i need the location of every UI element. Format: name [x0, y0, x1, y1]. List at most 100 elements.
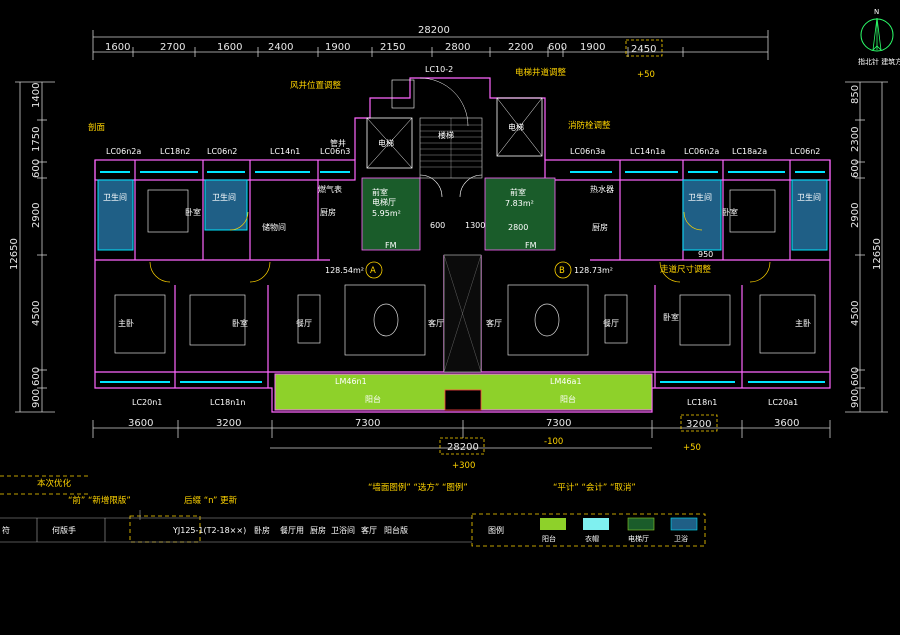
right-dim-7: 900 — [850, 389, 861, 408]
room-bed-a: 卧室 — [185, 207, 201, 217]
win-top-4: LC14n1 — [270, 147, 300, 156]
left-dim-7: 900 — [31, 389, 42, 408]
row-item-2: 餐厅用 — [280, 526, 304, 535]
room-stair: 楼梯 — [438, 130, 454, 140]
top-dim-4: 2400 — [268, 42, 293, 53]
row-code: YJ125-1(T2-18××) — [172, 526, 246, 535]
unit-marker-a: A — [365, 261, 383, 279]
unit-marker-b: B — [554, 261, 572, 279]
note-fire: 消防栓调整 — [568, 120, 611, 131]
note-elevator: 电梯井道调整 — [515, 67, 567, 78]
right-total-dim: 12650 — [872, 238, 883, 270]
top-dim-highlight — [625, 39, 663, 57]
top-dim-delta: +50 — [637, 70, 655, 80]
left-dimensions — [15, 81, 55, 413]
right-dim-4: 2900 — [850, 203, 861, 228]
bottom-dim-1: 3600 — [128, 418, 153, 429]
notes-panel — [0, 475, 706, 547]
room-balcony-b: 阳台 — [560, 394, 576, 404]
win-bottom-2: LC18n1n — [210, 398, 245, 407]
win-bottom-1: LC20n1 — [132, 398, 162, 407]
door-swing-top — [419, 77, 469, 127]
room-elec: 电梯厅 — [372, 197, 396, 207]
door-swing-left — [419, 174, 443, 198]
bottom-total-dim: 28200 — [447, 442, 479, 453]
north-arrow-icon — [860, 17, 894, 52]
room-lift-a: 电梯 — [378, 138, 394, 148]
left-dim-5: 4500 — [31, 301, 42, 326]
top-dim-11: 2450 — [631, 44, 656, 55]
top-dim-3: 1600 — [217, 42, 242, 53]
top-dim-8: 2200 — [508, 42, 533, 53]
bottom-delta-2: +50 — [683, 443, 701, 453]
room-dining-b: 餐厅 — [603, 319, 619, 328]
win-top-9: LC06n2a — [684, 147, 719, 156]
right-dimensions — [845, 81, 888, 413]
win-bottom-3: LM46n1 — [335, 377, 367, 386]
bottom-dim-4: 7300 — [546, 418, 571, 429]
bathroom-a1 — [97, 179, 134, 251]
room-kitchen-b: 厨房 — [592, 222, 608, 232]
area-unit-a: 128.54m² — [325, 266, 364, 275]
legend-swatch-closet — [583, 518, 609, 530]
room-master-b: 主卧 — [795, 318, 811, 328]
core-area — [361, 77, 556, 373]
top-dim-6: 2150 — [380, 42, 405, 53]
furniture — [114, 189, 816, 356]
top-dim-9: 600 — [548, 42, 567, 53]
bathrooms — [97, 179, 828, 251]
win-top-1: LC06n2a — [106, 147, 141, 156]
shaft-box — [391, 79, 415, 109]
bathroom-a2 — [204, 179, 248, 231]
win-top-5: LC06n3 — [320, 147, 350, 156]
panel-q1: “前” “新增限版” — [68, 495, 131, 506]
room-bath-b2: 卫生间 — [797, 192, 821, 202]
room-living-a: 客厅 — [428, 318, 444, 328]
lobby-right — [484, 177, 556, 251]
win-bottom-6: LC20a1 — [768, 398, 798, 407]
left-dim-1: 1400 — [31, 83, 42, 108]
top-dim-2: 2700 — [160, 42, 185, 53]
balcony-gap — [444, 389, 482, 411]
stair-treads — [420, 118, 482, 178]
bottom-dim-6: 3600 — [774, 418, 799, 429]
top-total-dim: 28200 — [418, 25, 450, 36]
left-dim-3: 600 — [31, 159, 42, 178]
bottom-delta-3: +300 — [452, 461, 475, 471]
top-dim-1: 1600 — [105, 42, 130, 53]
row-item-4: 卫浴间 — [331, 525, 355, 535]
top-dim-7: 2800 — [445, 42, 470, 53]
bathroom-b2 — [791, 179, 828, 251]
right-dim-3: 600 — [850, 159, 861, 178]
win-top-2: LC18n2 — [160, 147, 190, 156]
north-note: 指北针 建筑方向 — [858, 57, 900, 66]
win-top-3: LC06n2 — [207, 147, 237, 156]
bathroom-b1 — [682, 179, 722, 251]
room-living-b: 客厅 — [486, 318, 502, 328]
panel-q2: 后缀 “n” 更新 — [184, 495, 238, 506]
unit-a-label: A — [370, 266, 376, 276]
room-bed-b: 卧室 — [663, 312, 679, 322]
room-bed-b2: 卧室 — [722, 207, 738, 217]
lift-shaft-right — [496, 97, 543, 157]
room-balcony-a: 阳台 — [365, 394, 381, 404]
note-section: 剖面 — [88, 122, 106, 133]
row-item-1: 卧房 — [254, 525, 270, 535]
room-gas: 燃气表 — [318, 184, 342, 194]
dim-v3: 950 — [698, 250, 713, 259]
note-corridor: 走道尺寸调整 — [660, 264, 712, 275]
left-dim-6: 600 — [31, 367, 42, 386]
bottom-dim-3: 7300 — [355, 418, 380, 429]
row-item-5: 客厅 — [361, 525, 377, 535]
bottom-delta-1: -100 — [544, 437, 563, 447]
room-fm-b: FM — [525, 241, 537, 250]
room-kitchen-a: 厨房 — [320, 207, 336, 217]
win-bottom-4: LM46a1 — [550, 377, 582, 386]
legend — [540, 517, 698, 531]
legend-label-2: 衣帽 — [585, 534, 599, 543]
bottom-dim-2: 3200 — [216, 418, 241, 429]
right-dim-6: 600 — [850, 367, 861, 386]
row-item-3: 厨房 — [310, 525, 326, 535]
room-well: 管井 — [330, 138, 346, 148]
win-top-6: LC10-2 — [425, 65, 453, 74]
